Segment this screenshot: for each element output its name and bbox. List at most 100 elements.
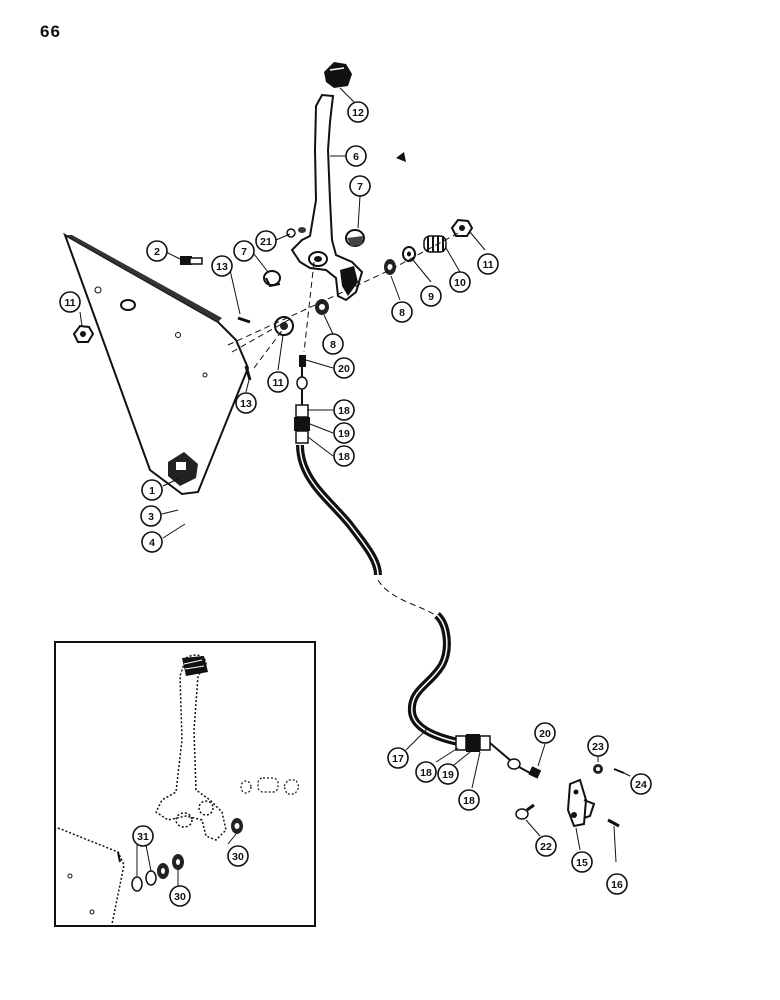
- svg-text:7: 7: [357, 181, 363, 193]
- cable-end-lower: [528, 766, 542, 779]
- svg-text:21: 21: [260, 236, 272, 248]
- callout: 4: [141, 531, 163, 553]
- svg-text:18: 18: [338, 405, 350, 417]
- svg-text:1: 1: [149, 485, 155, 497]
- svg-text:20: 20: [338, 363, 350, 375]
- svg-text:18: 18: [420, 767, 432, 779]
- callout: 20: [534, 722, 556, 744]
- callout: 23: [587, 735, 609, 757]
- callout: 11: [59, 291, 81, 313]
- callout: 19: [437, 763, 459, 785]
- callout: 18: [415, 761, 437, 783]
- callout: 15: [571, 851, 593, 873]
- svg-text:17: 17: [392, 753, 404, 765]
- svg-text:13: 13: [216, 261, 228, 273]
- callout: 7: [349, 175, 371, 197]
- svg-text:30: 30: [232, 851, 244, 863]
- washer-23: [593, 764, 603, 774]
- svg-text:6: 6: [353, 151, 359, 163]
- svg-text:10: 10: [454, 277, 466, 289]
- washer-8-right: [384, 259, 396, 275]
- callout: 12: [347, 101, 369, 123]
- svg-text:22: 22: [540, 841, 552, 853]
- svg-text:13: 13: [240, 398, 252, 410]
- bracket: [566, 778, 596, 828]
- svg-text:19: 19: [442, 769, 454, 781]
- bushing-upper: [345, 229, 365, 247]
- nut-left: [72, 324, 95, 343]
- svg-text:23: 23: [592, 741, 604, 753]
- svg-text:8: 8: [330, 339, 336, 351]
- svg-text:11: 11: [482, 259, 493, 271]
- callout: 8: [391, 301, 413, 323]
- svg-text:11: 11: [64, 297, 75, 309]
- svg-text:2: 2: [154, 246, 160, 258]
- mounting-plate: [63, 232, 250, 496]
- nut-center: [274, 316, 294, 336]
- nut-21: [286, 228, 296, 238]
- svg-text:24: 24: [635, 779, 647, 791]
- cable-housing-upper-highlight: [299, 444, 379, 576]
- callout: 11: [477, 253, 499, 275]
- pin-16: [607, 818, 620, 828]
- svg-text:31: 31: [137, 831, 149, 843]
- callout: 20: [333, 357, 355, 379]
- callout: 7: [233, 240, 255, 262]
- callout: 21: [255, 230, 277, 252]
- svg-text:9: 9: [428, 291, 434, 303]
- page-number: 66: [40, 22, 61, 41]
- lever-knob: [324, 62, 352, 88]
- svg-text:3: 3: [148, 511, 154, 523]
- lever: [290, 93, 364, 302]
- callout: 24: [630, 773, 652, 795]
- svg-text:30: 30: [174, 891, 186, 903]
- inset-box: [54, 641, 316, 927]
- callout: 10: [449, 271, 471, 293]
- callout: 22: [535, 835, 557, 857]
- callout: 30: [169, 885, 191, 907]
- callout: 18: [458, 789, 480, 811]
- callout: 8: [322, 333, 344, 355]
- pin-upper: [237, 316, 251, 324]
- svg-text:16: 16: [611, 879, 623, 891]
- svg-text:7: 7: [241, 246, 247, 258]
- svg-text:15: 15: [576, 857, 588, 869]
- callout: 18: [333, 399, 355, 421]
- cable-housing-lower: [407, 612, 459, 746]
- callout: 17: [387, 747, 409, 769]
- callout: 6: [345, 145, 367, 167]
- svg-text:18: 18: [463, 795, 475, 807]
- svg-text:20: 20: [539, 728, 551, 740]
- callout: 30: [227, 845, 249, 867]
- callout: 1: [141, 479, 163, 501]
- mark: [396, 152, 406, 162]
- svg-text:12: 12: [352, 107, 364, 119]
- callout: 3: [140, 505, 162, 527]
- cotter-pin-24: [613, 768, 625, 774]
- cable-fitting-upper: [294, 404, 310, 444]
- svg-text:19: 19: [338, 428, 350, 440]
- callout: 19: [333, 422, 355, 444]
- washer-9: [402, 246, 416, 262]
- clevis-pin: [515, 803, 535, 820]
- callout: 13: [235, 392, 257, 414]
- svg-text:4: 4: [149, 537, 155, 549]
- callout: 11: [267, 371, 289, 393]
- callout: 9: [420, 285, 442, 307]
- callout: 2: [146, 240, 168, 262]
- cable-fitting-lower: [455, 734, 531, 774]
- bolt: [180, 256, 203, 265]
- svg-text:18: 18: [338, 451, 350, 463]
- bushing-lower: [263, 270, 281, 288]
- leader-lines: [79, 87, 631, 886]
- callout: 31: [132, 825, 154, 847]
- cable-end-upper: [296, 355, 308, 405]
- pin-lower: [244, 365, 252, 381]
- nut-right: [450, 218, 474, 237]
- svg-text:8: 8: [399, 307, 405, 319]
- callout: 13: [211, 255, 233, 277]
- callout: 18: [333, 445, 355, 467]
- washer-lower: [315, 299, 329, 315]
- svg-text:11: 11: [272, 377, 283, 389]
